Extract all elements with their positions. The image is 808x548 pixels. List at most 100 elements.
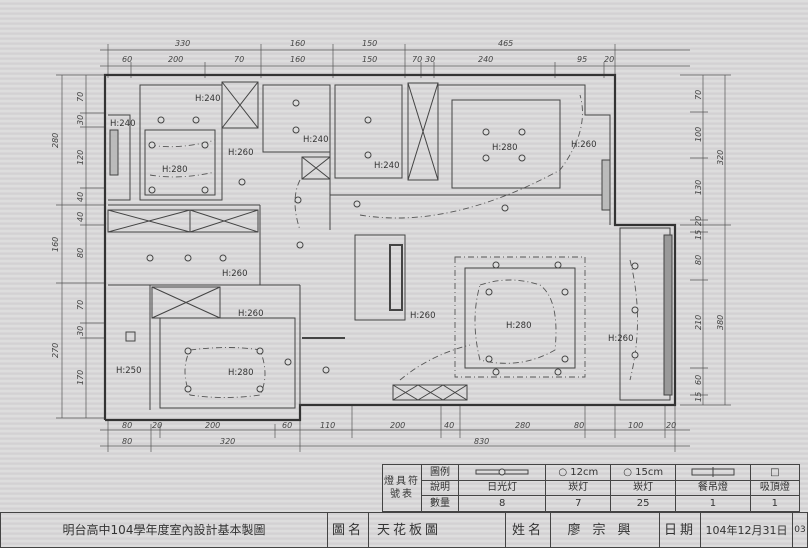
downlight-icon <box>631 306 639 314</box>
dim-bottom-outer: 320 <box>220 437 235 446</box>
room-height-label: H:260 <box>222 269 247 279</box>
dim-right-inner: 15 <box>694 392 703 402</box>
legend-symbol-ceiling: □ <box>749 464 801 481</box>
dim-right-inner: 100 <box>694 127 703 142</box>
downlight-icon <box>238 178 246 186</box>
dim-left-outer: 280 <box>51 133 60 148</box>
legend-symbol-downlight-15: ○ 15cm <box>610 464 677 481</box>
dim-left-outer: 270 <box>51 343 60 358</box>
dim-right-inner: 20 <box>694 216 703 226</box>
dim-right-inner: 15 <box>694 230 703 240</box>
walls <box>103 73 677 422</box>
sheet-number: 03 <box>792 512 808 548</box>
downlight-icon <box>201 186 209 194</box>
downlight-icon <box>256 347 264 355</box>
dim-bottom-inner: 80 <box>122 421 132 430</box>
student-name: 廖宗興 <box>550 512 660 548</box>
legend-item-qty: 1 <box>749 495 801 512</box>
dim-top-inner: 20 <box>604 55 614 64</box>
downlight-icon <box>492 261 500 269</box>
downlight-icon <box>364 151 372 159</box>
legend-row-label: 圖例 <box>421 464 459 481</box>
dim-left-inner: 170 <box>76 370 85 385</box>
dim-top-outer: 150 <box>362 39 377 48</box>
dim-right-inner: 60 <box>694 375 703 385</box>
dim-bottom-inner: 40 <box>444 421 454 430</box>
dim-bottom-inner: 110 <box>320 421 335 430</box>
dim-left-inner: 30 <box>76 115 85 125</box>
room-height-label: H:240 <box>374 161 399 171</box>
room-height-label: H:240 <box>110 119 135 129</box>
downlight-icon <box>184 347 192 355</box>
legend-symbol-size: 15cm <box>635 466 664 478</box>
downlight-icon <box>146 254 154 262</box>
legend-item-name: 崁灯 <box>610 479 677 497</box>
downlight-icon <box>561 355 569 363</box>
dim-left-inner: 120 <box>76 150 85 165</box>
downlights <box>146 99 639 393</box>
dim-bottom-inner: 60 <box>282 421 292 430</box>
downlight-icon <box>157 116 165 124</box>
dim-right-outer: 380 <box>716 315 725 330</box>
dim-bottom-outer: 80 <box>122 437 132 446</box>
downlight-icon <box>501 204 509 212</box>
dim-top-inner: 150 <box>362 55 377 64</box>
downlight-icon <box>201 141 209 149</box>
dim-top-inner: 60 <box>122 55 132 64</box>
room-height-label: H:260 <box>238 309 263 319</box>
downlight-icon <box>561 288 569 296</box>
legend-symbol-pendant <box>675 464 751 481</box>
date-label: 日期 <box>659 512 701 548</box>
legend-symbol-downlight-12: ○ 12cm <box>545 464 612 481</box>
room-height-label: H:280 <box>492 143 517 153</box>
legend-item-name: 餐吊燈 <box>675 479 751 497</box>
dim-top-inner: 70 <box>412 55 422 64</box>
downlight-icon <box>294 196 302 204</box>
circle-icon: ○ <box>558 466 571 478</box>
downlight-icon <box>485 355 493 363</box>
legend-item-name: 崁灯 <box>545 479 612 497</box>
lighting-legend-table: 燈具符號表 圖例 ○ 12cm ○ 15cm □ 說明 日光灯 崁灯 崁灯 餐吊… <box>382 464 801 512</box>
title-block: 明台高中104學年度室內設計基本製圖 圖名 天花板圖 姓名 廖宗興 日期 104… <box>0 512 808 548</box>
downlight-icon <box>353 200 361 208</box>
dim-top-inner: 200 <box>168 55 183 64</box>
room-height-label: H:260 <box>571 140 596 150</box>
dim-right-outer: 320 <box>716 150 725 165</box>
dim-bottom-inner: 280 <box>515 421 530 430</box>
downlight-icon <box>219 254 227 262</box>
room-height-label: H:280 <box>228 368 253 378</box>
legend-item-qty: 7 <box>545 495 612 512</box>
room-height-label: H:260 <box>410 311 435 321</box>
dim-top-outer: 330 <box>175 39 190 48</box>
downlight-icon <box>292 99 300 107</box>
dim-bottom-inner: 20 <box>666 421 676 430</box>
square-icon: □ <box>770 466 780 478</box>
legend-symbol-fluorescent <box>457 464 547 481</box>
dim-top-inner: 160 <box>290 55 305 64</box>
room-height-label: H:240 <box>195 94 220 104</box>
drawing-name-label: 圖名 <box>327 512 369 548</box>
downlight-icon <box>322 366 330 374</box>
dim-right-inner: 210 <box>694 315 703 330</box>
dim-bottom-inner: 200 <box>390 421 405 430</box>
drawing-name: 天花板圖 <box>368 512 506 548</box>
room-labels: H:240 H:240 H:280 H:260 H:240 H:240 H:28… <box>110 94 633 378</box>
school-title: 明台高中104學年度室內設計基本製圖 <box>0 512 328 548</box>
dim-top-outer: 160 <box>290 39 305 48</box>
downlight-icon <box>554 368 562 376</box>
dimension-lines <box>56 44 731 452</box>
dim-left-inner: 80 <box>76 248 85 258</box>
legend-row-label: 說明 <box>421 479 459 497</box>
legend-header: 燈具符號表 <box>382 464 422 512</box>
downlight-icon <box>482 128 490 136</box>
dim-left-inner: 40 <box>76 192 85 202</box>
dim-right-inner: 70 <box>694 90 703 100</box>
downlight-icon <box>482 154 490 162</box>
downlight-icon <box>296 241 304 249</box>
pendant-icon <box>691 466 735 477</box>
dim-left-inner: 30 <box>76 326 85 336</box>
date-value: 104年12月31日 <box>700 512 793 548</box>
circle-icon: ○ <box>623 466 636 478</box>
dim-right-inner: 130 <box>694 180 703 195</box>
